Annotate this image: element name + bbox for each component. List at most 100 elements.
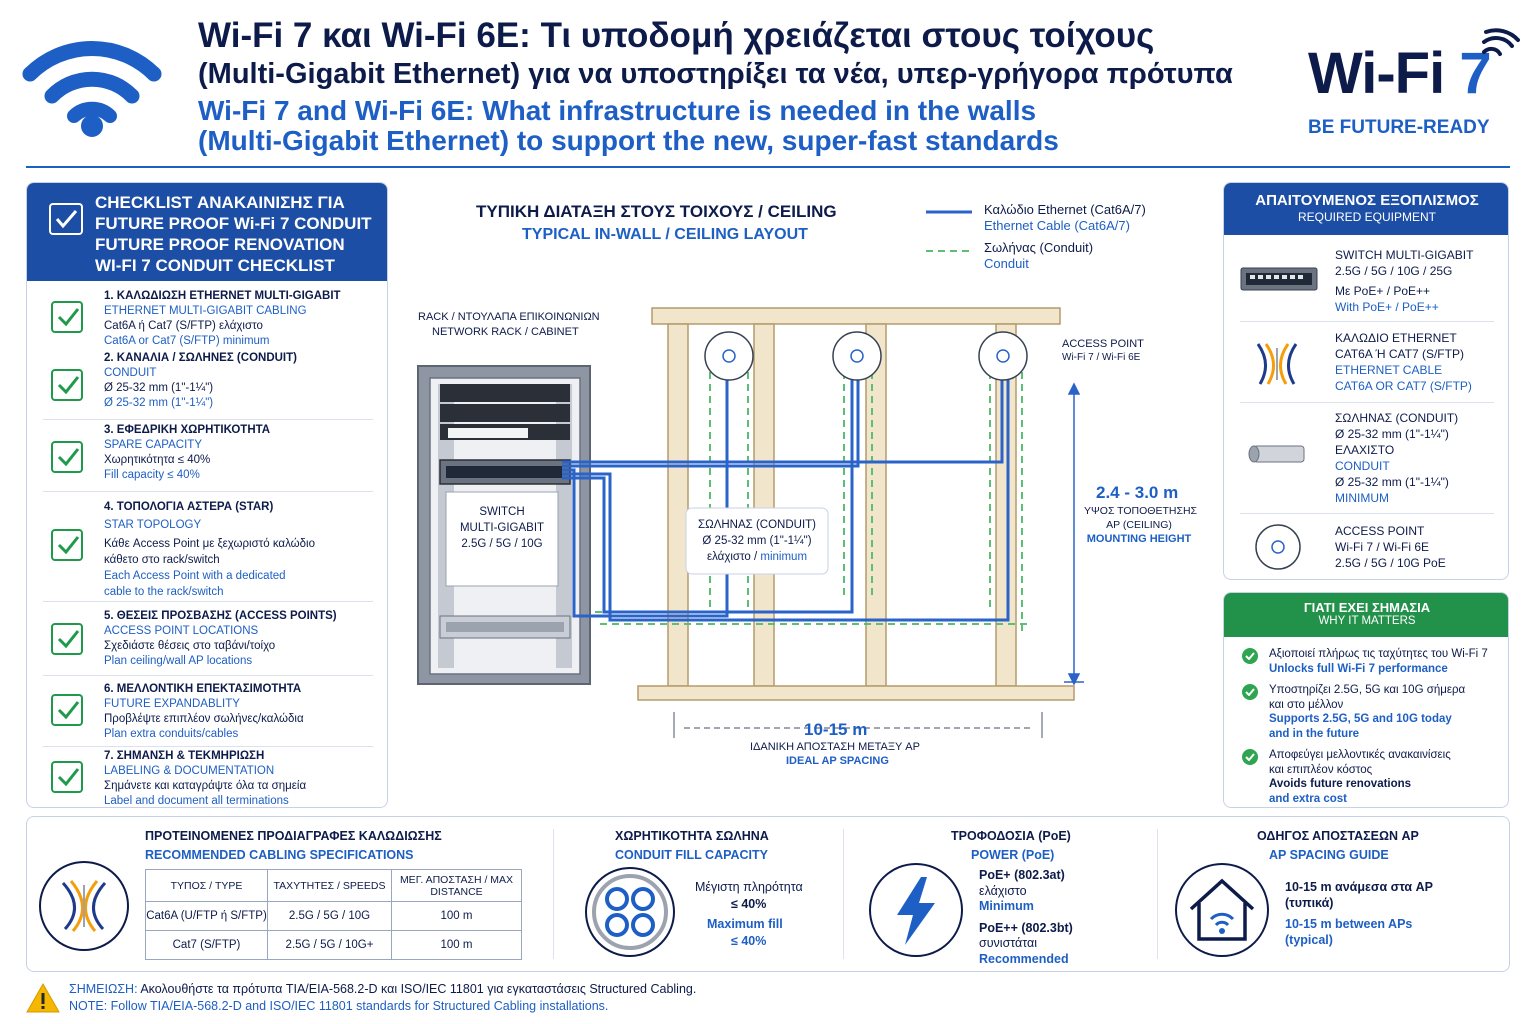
mounting-height-label-line: AP (CEILING) [1106, 519, 1172, 531]
checklist-title-line: FUTURE PROOF RENOVATION [95, 235, 345, 254]
table-header: ΤΑΧΥΤΗΤΕΣ / SPEEDS [267, 869, 392, 902]
ap-spacing-value: 10-15 m [804, 720, 868, 739]
ap-ports: 2.5G / 5G / 10G PoE [1335, 556, 1446, 570]
item-desc-en: Label and document all terminations [104, 795, 289, 807]
why-item-text-en: Supports 2.5G, 5G and 10G today [1269, 713, 1452, 725]
house-icon-frame [1175, 863, 1269, 957]
item-title: 1. ΚΑΛΩΔΙΩΣΗ ETHERNET MULTI-GIGABIT [104, 290, 341, 302]
check-icon [1242, 648, 1258, 664]
conduit-spec: ΣΩΛΗΝΑΣ (CONDUIT) [1335, 411, 1459, 425]
item-title-en: FUTURE EXPANDABLITY [104, 698, 240, 710]
conduit-minimum: ΕΛΑΧΙΣΤΟ [1335, 443, 1395, 457]
network-rack [417, 365, 591, 685]
checklist-title: CHECKLIST ΑΝΑΚΑΙΝΙΣΗΣ ΓΙΑ FUTURE PROOF W… [95, 192, 385, 276]
checklist-title-line: WI-FI 7 CONDUIT CHECKLIST [95, 256, 335, 275]
checklist-title-line: FUTURE PROOF Wi-Fi 7 CONDUIT [95, 214, 372, 233]
house-wifi-icon [1189, 878, 1255, 941]
table-cell: 100 m [391, 901, 522, 931]
signal-waves-icon [1482, 28, 1520, 56]
item-desc: Σχεδιάστε θέσεις στο ταβάνι/τοίχο [104, 640, 276, 652]
mounting-height-label-en: MOUNTING HEIGHT [1086, 533, 1192, 545]
fill-max: Μέγιστη πληρότητα [695, 880, 803, 894]
power-icon-frame [869, 863, 963, 957]
check-icon [51, 301, 83, 333]
divider [843, 829, 844, 959]
switch-speeds: 2.5G / 5G / 10G / 25G [1335, 264, 1453, 278]
equipment-title: ΑΠΑΙΤΟΥΜΕΝΟΣ ΕΞΟΠΛΙΣΜΟΣ [1255, 192, 1479, 209]
why-title: ΓΙΑΤΙ ΕΧΕΙ ΣΗΜΑΣΙΑ [1303, 600, 1431, 615]
why-item-text: Αξιοποιεί πλήρως τις ταχύτητες του Wi-Fi… [1269, 648, 1488, 660]
access-point-icon [832, 331, 882, 381]
table-cell: 2.5G / 5G / 10G [267, 901, 392, 931]
item-title: 6. ΜΕΛΛΟΝΤΙΚΗ ΕΠΕΚΤΑΣΙΜΟΤΗΤΑ [104, 683, 302, 695]
spacing-title: ΟΔΗΓΟΣ ΑΠΟΣΤΑΣΕΩΝ AP [1257, 829, 1419, 843]
item-desc: Προβλέψτε επιπλέον σωλήνες/καλώδια [104, 713, 304, 725]
cable-type-en: CAT6A OR CAT7 (S/FTP) [1335, 379, 1472, 393]
switch-poe-en: With PoE+ / PoE++ [1335, 300, 1439, 314]
table-row: Cat6A (U/FTP ή S/FTP) 2.5G / 5G / 10G 10… [145, 901, 522, 931]
access-point-icon [1255, 524, 1301, 570]
standards-note: ΣΗΜΕΙΩΣΗ: Ακολουθήστε τα πρότυπα TIA/EIA… [26, 980, 1510, 1020]
item-desc-en-line-2: cable to the rack/switch [104, 586, 224, 598]
spacing-guide-en: 10-15 m between APs [1285, 917, 1413, 931]
check-icon [51, 441, 83, 473]
layout-title-en: TYPICAL IN-WALL / CEILING LAYOUT [522, 226, 808, 243]
conduit-spec-en: CONDUIT [1335, 459, 1390, 473]
rack-label-en: NETWORK RACK / CABINET [432, 326, 579, 338]
mounting-height-dimension [1064, 382, 1084, 686]
page-title-greek-line-2: (Multi-Gigabit Ethernet) για να υποστηρί… [198, 58, 1233, 90]
conduit-callout-min-gr: ελάχιστο [706, 551, 751, 563]
poe-plus-plus-recommended-en: Recommended [979, 952, 1069, 966]
switch-label-line: 2.5G / 5G / 10G [461, 538, 543, 550]
legend-cable-label-en: Ethernet Cable (Cat6A/7) [984, 218, 1130, 233]
check-icon [1242, 749, 1258, 765]
switch-poe: Με PoE+ / PoE++ [1335, 284, 1431, 298]
switch-label-line: MULTI-GIGABIT [459, 522, 545, 534]
note-label: ΣΗΜΕΙΩΣΗ: [69, 982, 138, 996]
fill-max-value-en: ≤ 40% [731, 934, 767, 948]
access-point-icon [978, 331, 1028, 381]
header-divider [26, 166, 1510, 168]
fill-max-value: ≤ 40% [731, 897, 767, 911]
check-icon [51, 369, 83, 401]
poe-plus-minimum: ελάχιστο [979, 884, 1027, 898]
divider [43, 491, 373, 492]
item-title: 5. ΘΕΣΕΙΣ ΠΡΟΣΒΑΣΗΣ (ACCESS POINTS) [104, 610, 337, 622]
item-title: 3. ΕΦΕΔΡΙΚΗ ΧΩΡΗΤΙΚΟΤΗΤΑ [104, 424, 271, 436]
spacing-guide-typical-en: (typical) [1285, 933, 1333, 947]
why-item-text-line-2: και επιπλέον κόστος [1269, 763, 1373, 776]
item-desc-en: Fill capacity ≤ 40% [104, 469, 200, 481]
note-text: Ακολουθήστε τα πρότυπα TIA/EIA-568.2-D κ… [137, 982, 697, 996]
conduit-cross-section-frame [585, 867, 675, 957]
legend-cable-label: Καλώδιο Ethernet (Cat6A/7) [984, 202, 1146, 217]
switch-spec: SWITCH MULTI-GIGABIT [1335, 248, 1474, 262]
spacing-guide-typical: (τυπικά) [1285, 896, 1334, 910]
why-item-text-en: Unlocks full Wi-Fi 7 performance [1269, 662, 1448, 675]
equipment-title-en: REQUIRED EQUIPMENT [1297, 210, 1436, 224]
poe-title-en: POWER (PoE) [971, 848, 1055, 862]
warning-icon [26, 982, 60, 1013]
brand-tagline: BE FUTURE-READY [1308, 117, 1490, 138]
conduit-callout-size: Ø 25-32 mm (1"-1¼") [702, 535, 812, 547]
item-title-en: SPARE CAPACITY [104, 439, 202, 451]
cable-type: CAT6A Ή CAT7 (S/FTP) [1335, 347, 1464, 361]
divider [553, 829, 554, 959]
note-text-en: NOTE: Follow TIA/EIA-568.2-D and ISO/IEC… [69, 999, 609, 1013]
ap-spacing-label: ΙΔΑΝΙΚΗ ΑΠΟΣΤΑΣΗ ΜΕΤΑΞΥ AP [750, 741, 920, 753]
checkbox-icon [49, 203, 83, 235]
divider [1240, 402, 1494, 403]
ethernet-cable-icon [61, 880, 107, 932]
conduit-callout: ΣΩΛΗΝΑΣ (CONDUIT) Ø 25-32 mm (1"-1¼") ελ… [686, 517, 828, 565]
specs-title-en: RECOMMENDED CABLING SPECIFICATIONS [145, 848, 414, 862]
why-header: ΓΙΑΤΙ ΕΧΕΙ ΣΗΜΑΣΙΑ WHY IT MATTERS [1224, 593, 1508, 637]
table-header-row: ΤΥΠΟΣ / TYPE ΤΑΧΥΤΗΤΕΣ / SPEEDS ΜΕΓ. ΑΠΟ… [145, 869, 522, 902]
item-desc-en: Cat6A or Cat7 (S/FTP) minimum [104, 335, 270, 347]
ap-spec: ACCESS POINT [1335, 524, 1425, 538]
divider [1157, 829, 1158, 959]
ethernet-cable-runs [562, 374, 1010, 622]
ap-standard: Wi-Fi 7 / Wi-Fi 6E [1335, 540, 1429, 554]
why-item-text-en-line-2: and in the future [1269, 727, 1360, 740]
conduit-callout-title: ΣΩΛΗΝΑΣ (CONDUIT) [697, 519, 816, 531]
item-desc: Χωρητικότητα ≤ 40% [104, 454, 211, 466]
